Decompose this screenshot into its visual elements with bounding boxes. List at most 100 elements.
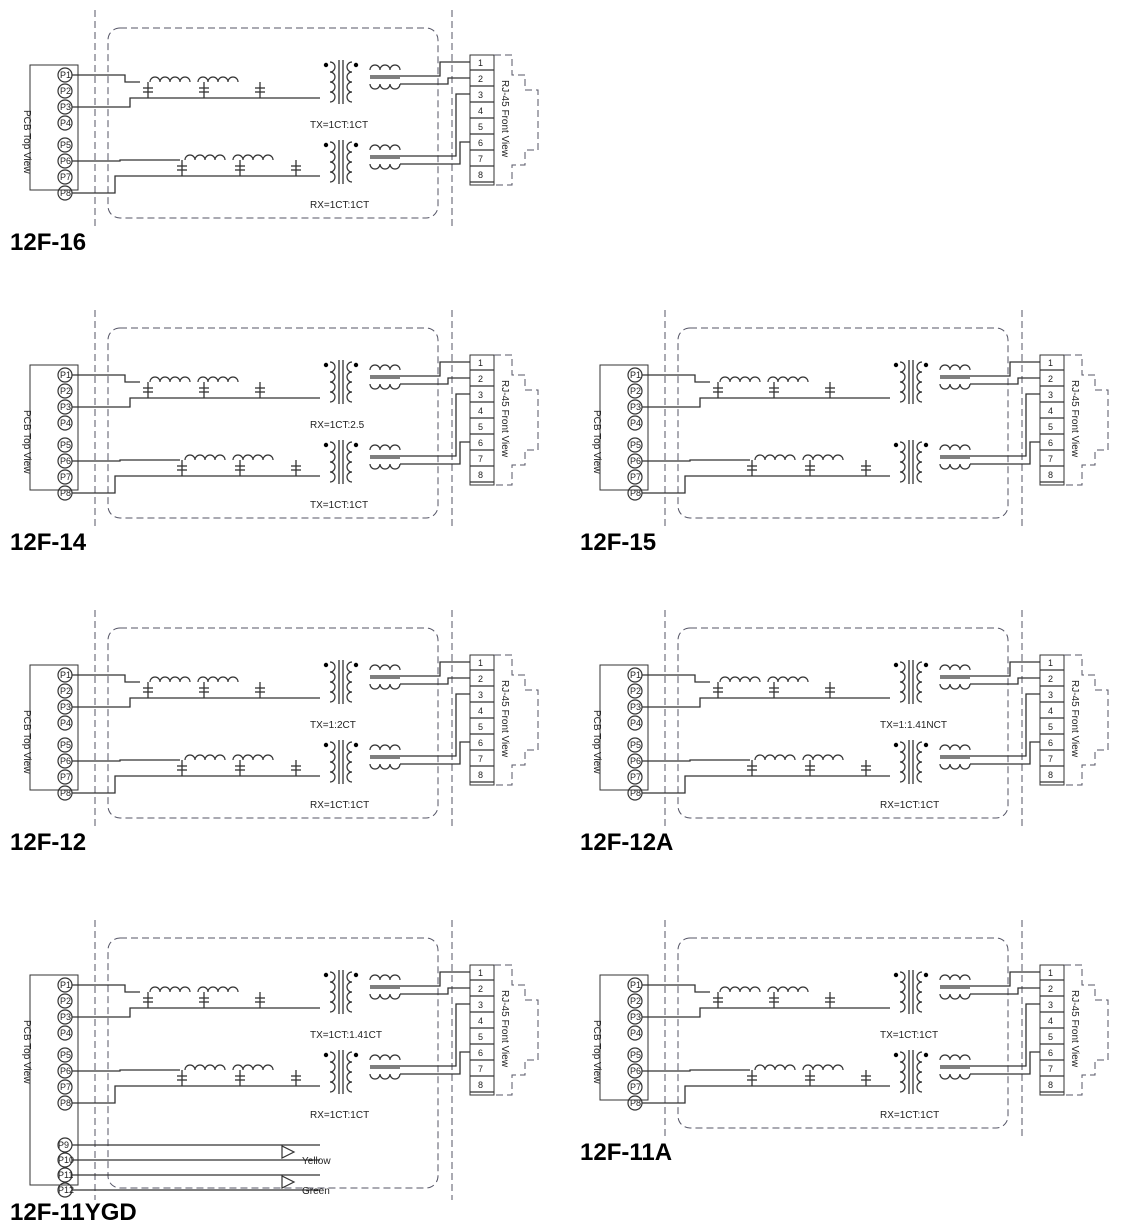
- common-mode-choke: [939, 1054, 971, 1061]
- top-choke: [149, 986, 191, 993]
- rj45-front-view-label: RJ-45 Front View: [1069, 380, 1080, 458]
- rj45-pin-label: 5: [478, 722, 483, 732]
- transformer-winding: [329, 141, 336, 183]
- pcb-pin-circle: [57, 115, 73, 131]
- pcb-pin-circle: [57, 1025, 73, 1041]
- polarity-dot: [923, 972, 929, 978]
- transformer-winding: [899, 741, 906, 783]
- polarity-dot: [923, 662, 929, 668]
- top-wire: [400, 77, 470, 85]
- bottom-choke: [802, 454, 844, 461]
- top-choke: [719, 986, 761, 993]
- pcb-pin-label: P7: [60, 172, 71, 182]
- top-wire: [970, 987, 1040, 995]
- rj45-terminal-block: [1039, 354, 1065, 486]
- transformer-winding: [346, 661, 353, 703]
- top-choke: [719, 676, 761, 683]
- diagram-title: 12F-12A: [580, 829, 673, 856]
- polarity-dot: [923, 1052, 929, 1058]
- pcb-pin-circle: [57, 715, 73, 731]
- polarity-dot: [353, 142, 359, 148]
- common-mode-choke: [369, 64, 401, 71]
- polarity-dot: [323, 662, 329, 668]
- pcb-pin-label: P2: [630, 386, 641, 396]
- rj45-pin-label: 2: [478, 74, 483, 84]
- pcb-pin-circle: [57, 137, 73, 153]
- pcb-pin-circle: [627, 737, 643, 753]
- rj45-pin-label: 7: [478, 154, 483, 164]
- diagram-12f-14: PCB Top ViewP1P2P3P4P5P6P7P812345678RJ-4…: [10, 310, 539, 556]
- rj45-pin-label: 4: [478, 406, 483, 416]
- led-diode-symbol: [281, 1175, 296, 1189]
- bottom-choke: [184, 154, 226, 161]
- rj45-pin-label: 1: [478, 58, 483, 68]
- pcb-pin-label: P7: [60, 472, 71, 482]
- pcb-pin-label: P2: [60, 996, 71, 1006]
- polarity-dot: [353, 362, 359, 368]
- bottom-wire: [400, 741, 470, 765]
- bottom-choke: [802, 754, 844, 761]
- top-transformer-label: TX=1CT:1CT: [880, 1030, 938, 1041]
- bottom-wire: [72, 1069, 180, 1072]
- pcb-pin-label: P5: [630, 440, 641, 450]
- common-mode-choke: [939, 444, 971, 451]
- common-mode-choke: [939, 744, 971, 751]
- pcb-header: [29, 974, 79, 1186]
- polarity-dot: [923, 362, 929, 368]
- top-choke: [767, 676, 809, 683]
- pcb-pin-label: P4: [60, 118, 71, 128]
- top-choke: [197, 986, 239, 993]
- top-wire: [970, 677, 1040, 685]
- common-mode-choke: [369, 463, 401, 470]
- bottom-wire: [970, 741, 1040, 765]
- pcb-pin-label: P3: [60, 402, 71, 412]
- pcb-pin-label: P8: [630, 488, 641, 498]
- common-mode-choke: [939, 463, 971, 470]
- pcb-pin-label: P4: [60, 418, 71, 428]
- module-outline: [107, 937, 439, 1189]
- top-choke: [719, 376, 761, 383]
- pcb-pin-circle: [627, 1079, 643, 1095]
- bottom-choke: [184, 754, 226, 761]
- bottom-transformer-label: RX=1CT:1CT: [310, 200, 369, 211]
- diagram-title: 12F-15: [580, 529, 656, 556]
- rj45-pin-label: 8: [478, 470, 483, 480]
- top-choke: [149, 376, 191, 383]
- rj45-front-view-label: RJ-45 Front View: [1069, 680, 1080, 758]
- transformer-winding: [346, 61, 353, 103]
- top-wire: [970, 377, 1040, 385]
- rj45-pin-label: 1: [1048, 658, 1053, 668]
- pcb-pin-label: P7: [60, 772, 71, 782]
- common-mode-choke: [939, 1073, 971, 1080]
- rj45-pin-label: 6: [1048, 1048, 1053, 1058]
- rj45-pin-label: 1: [478, 658, 483, 668]
- rj45-terminal-block: [469, 354, 495, 486]
- rj45-pin-label: 7: [478, 1064, 483, 1074]
- pcb-pin-label: P3: [630, 402, 641, 412]
- rj45-pin-label: 6: [1048, 438, 1053, 448]
- rj45-pin-label: 8: [1048, 470, 1053, 480]
- pcb-pin-circle: [627, 683, 643, 699]
- pcb-pin-label: P3: [60, 702, 71, 712]
- top-wire: [970, 661, 1040, 677]
- top-wire: [72, 97, 320, 108]
- bottom-choke: [754, 454, 796, 461]
- transformer-winding: [899, 441, 906, 483]
- led-color-label: Yellow: [302, 1156, 331, 1167]
- module-outline: [107, 327, 439, 519]
- polarity-dot: [323, 442, 329, 448]
- polarity-dot: [893, 972, 899, 978]
- bottom-wire: [72, 475, 320, 494]
- top-wire: [642, 697, 890, 708]
- top-choke: [767, 376, 809, 383]
- polarity-dot: [323, 742, 329, 748]
- bottom-choke: [232, 154, 274, 161]
- common-mode-choke: [939, 683, 971, 690]
- top-transformer-label: TX=1:2CT: [310, 720, 356, 731]
- rj45-terminal-block: [469, 964, 495, 1096]
- bottom-choke: [184, 454, 226, 461]
- top-wire: [72, 697, 320, 708]
- bottom-wire: [72, 775, 320, 794]
- led-pin-label: P11: [58, 1170, 73, 1180]
- pcb-pin-label: P4: [630, 418, 641, 428]
